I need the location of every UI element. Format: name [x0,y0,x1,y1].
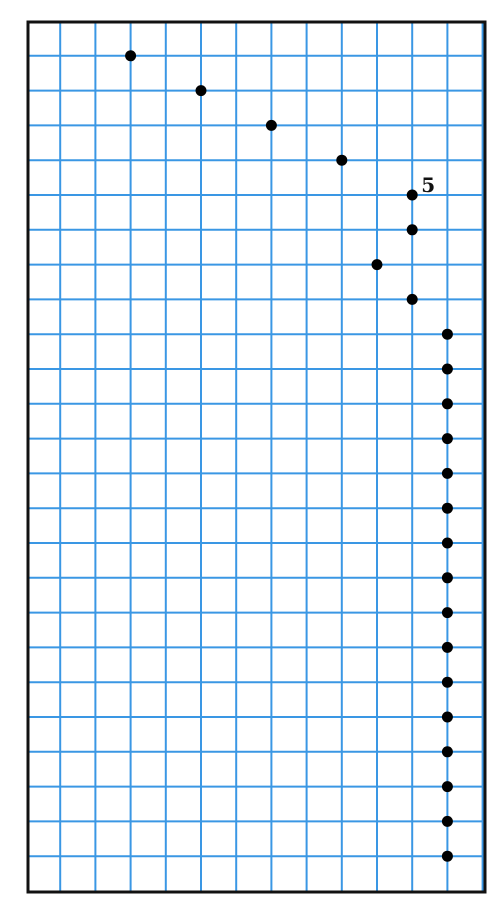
dot-22 [441,781,453,793]
dot-5 [406,189,418,201]
dot-9 [441,328,453,340]
paper-border [26,20,487,894]
dot-19 [441,676,453,688]
dot-number-label: 5 [421,173,435,197]
dot-18 [441,641,453,653]
dot-21 [441,746,453,758]
dot-8 [406,293,418,305]
dot-17 [441,607,453,619]
dot-12 [441,433,453,445]
dot-6 [406,224,418,236]
dot-3 [265,119,277,131]
dot-1 [125,50,137,62]
dot-23 [441,815,453,827]
dot-sequence [125,50,453,862]
annotations: 5 [421,173,435,197]
dot-16 [441,572,453,584]
dot-20 [441,711,453,723]
dot-15 [441,537,453,549]
dot-7 [371,259,383,271]
dot-10 [441,363,453,375]
dot-11 [441,398,453,410]
dot-24 [441,850,453,862]
dot-14 [441,502,453,514]
dot-13 [441,467,453,479]
dot-4 [336,154,348,166]
grid-lines [28,22,485,892]
dot-2 [195,85,207,97]
